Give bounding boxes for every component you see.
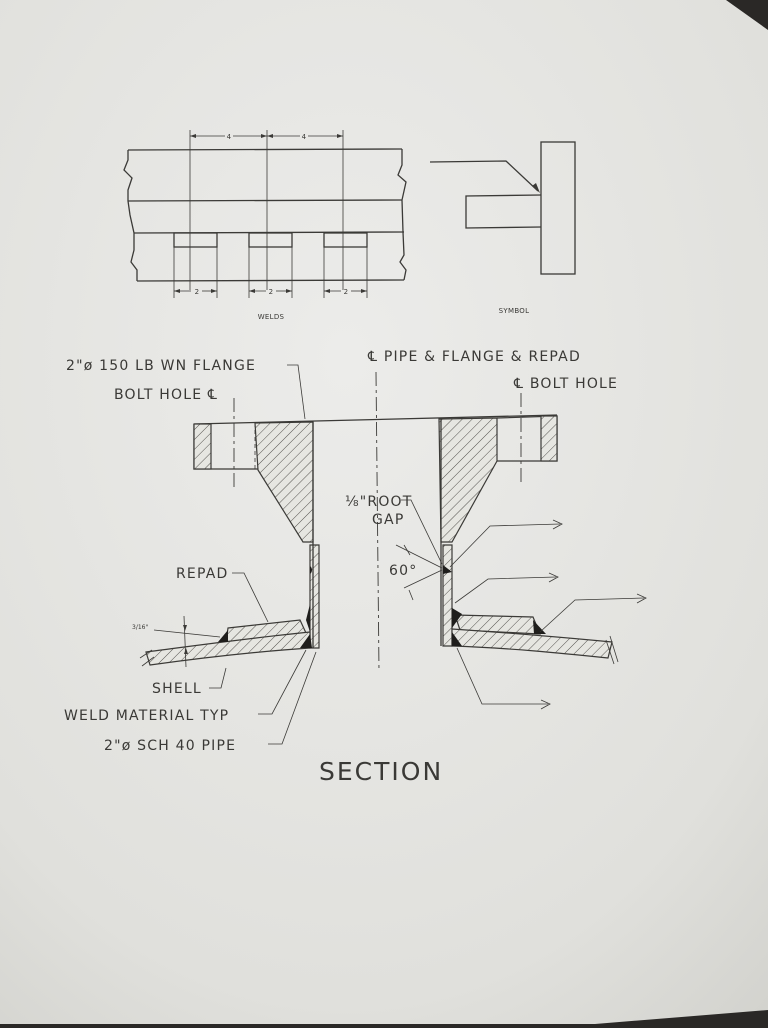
leaders xyxy=(153,364,647,745)
symbol-caption: SYMBOL xyxy=(499,307,530,315)
bolt-hole-cl-left-label: BOLT HOLE ℄ xyxy=(114,387,218,403)
weld-material-label: WELD MATERIAL TYP xyxy=(64,708,229,724)
weld-length-label-1: 2 xyxy=(195,288,200,296)
weld-length-label-3: 2 xyxy=(344,288,349,296)
repad-label: REPAD xyxy=(176,566,228,582)
root-gap-label: ⅛"ROOT xyxy=(345,494,413,510)
pipe-label: 2"ø SCH 40 PIPE xyxy=(104,738,236,754)
table-surface-corner xyxy=(595,1010,768,1024)
section-view: 2"ø 150 LB WN FLANGE BOLT HOLE ℄ ℄ PIPE … xyxy=(64,349,647,786)
angle-label: 60° xyxy=(389,563,417,579)
shell xyxy=(139,628,619,667)
flange-label: 2"ø 150 LB WN FLANGE xyxy=(66,358,256,374)
weld-spacing-label-1: 4 xyxy=(227,133,232,141)
flange xyxy=(193,393,558,543)
welds-view: 4 4 2 2 2 WELDS xyxy=(123,130,407,321)
welds xyxy=(218,565,546,648)
root-gap-label-2: GAP xyxy=(372,512,404,528)
pipe-centerline xyxy=(375,371,380,673)
symbol-view: SYMBOL xyxy=(429,141,576,315)
thickness-label: 3/16" xyxy=(132,624,148,631)
section-title: SECTION xyxy=(319,757,443,786)
pipe xyxy=(309,419,453,649)
centerline-label: ℄ PIPE & FLANGE & REPAD xyxy=(367,349,581,365)
weld-length-label-2: 2 xyxy=(269,288,274,296)
shell-label: SHELL xyxy=(152,681,202,697)
weld-spacing-label-2: 4 xyxy=(302,133,307,141)
bolt-hole-cl-right-label: ℄ BOLT HOLE xyxy=(513,376,618,392)
welds-caption: WELDS xyxy=(258,313,285,321)
